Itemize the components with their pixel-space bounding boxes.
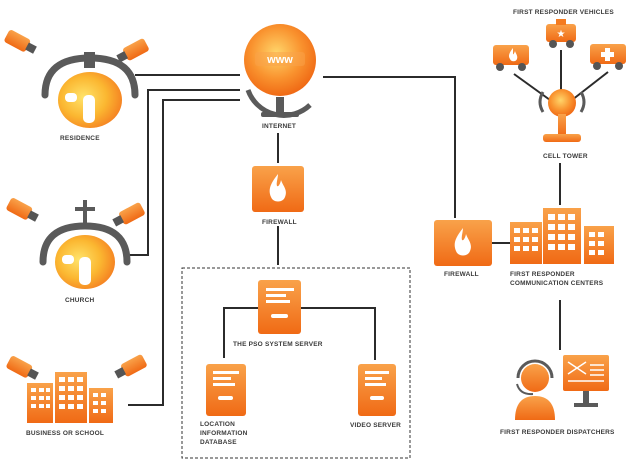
comm-centers-label: FIRST RESPONDER COMMUNICATION CENTERS [510,271,604,287]
fire-truck-icon [493,45,529,71]
firewall-label: FIREWALL [444,271,479,278]
firewall-label: FIREWALL [262,219,297,226]
connector-lines [128,74,561,406]
ambulance-icon [590,44,626,70]
www-text: www [266,54,293,66]
comm-centers-icon [510,208,614,264]
line-business-internet [128,99,240,406]
firewall-icon [252,166,304,212]
firewall-icon [434,220,492,266]
camera-icon [116,38,149,63]
business-icon [6,354,147,423]
line-church-internet [130,89,240,256]
vehicles-group: ★ [493,19,626,101]
internet-label: INTERNET [262,123,297,130]
camera-icon [6,198,39,222]
line-internet-right-firewall [323,76,456,218]
cell-tower-icon [538,89,586,142]
database-server-icon [206,364,246,416]
residence-icon [4,30,149,128]
business-label: BUSINESS OR SCHOOL [26,430,104,437]
dispatcher-icon [515,355,609,420]
camera-icon [6,356,39,380]
svg-text:★: ★ [557,29,566,40]
video-server-label: VIDEO SERVER [350,422,402,429]
police-car-icon: ★ [546,19,576,48]
camera-icon [114,354,147,379]
church-label: CHURCH [65,297,95,304]
residence-label: RESIDENCE [60,135,100,142]
pso-server-icon [258,280,301,334]
dispatchers-label: FIRST RESPONDER DISPATCHERS [500,429,615,436]
location-db-label: LOCATION INFORMATION DATABASE [200,421,248,446]
globe-icon: www [244,24,316,118]
server-zone-border [181,267,411,459]
vehicles-label: FIRST RESPONDER VEHICLES [513,9,614,16]
pso-server-label: THE PSO SYSTEM SERVER [233,341,323,348]
camera-icon [4,30,37,54]
cell-tower-label: CELL TOWER [543,153,588,160]
video-server-icon [358,364,396,416]
line-pso-video [301,307,376,360]
church-icon [6,198,145,289]
camera-icon [112,202,145,227]
line-pso-location [223,307,258,358]
